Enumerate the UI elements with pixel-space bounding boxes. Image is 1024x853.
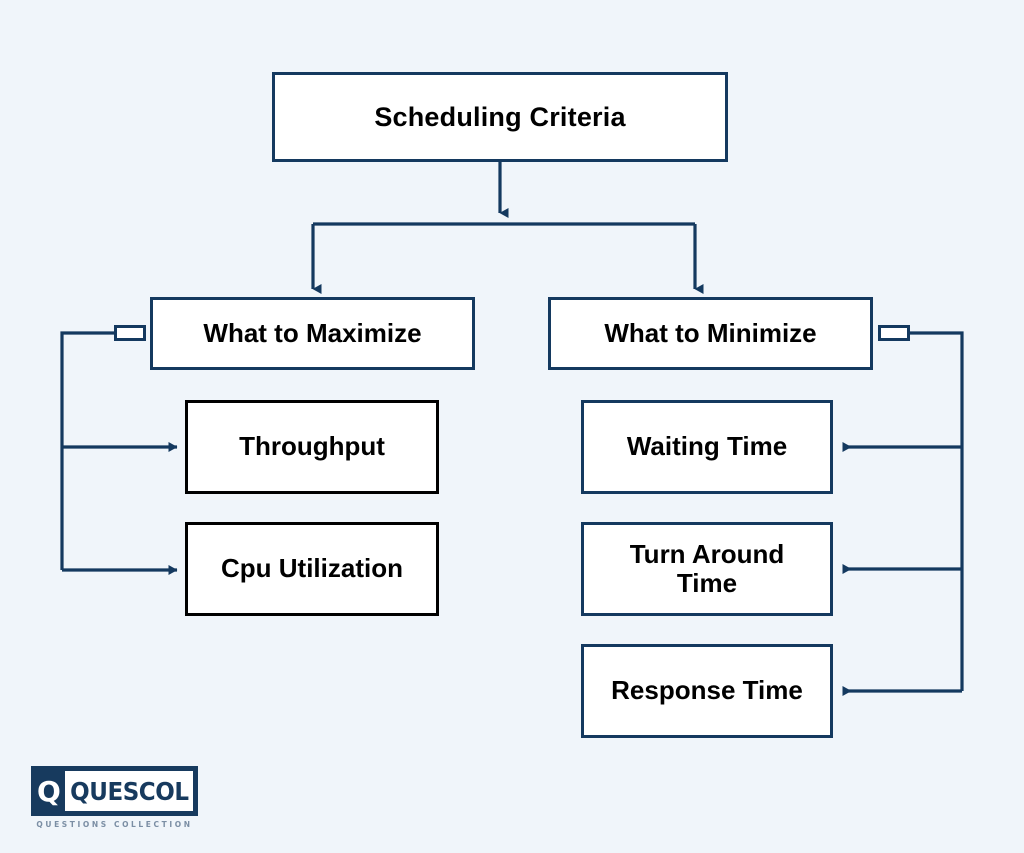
node-response-time[interactable]: Response Time bbox=[581, 644, 833, 738]
node-label: Scheduling Criteria bbox=[374, 101, 626, 132]
node-scheduling-criteria[interactable]: Scheduling Criteria bbox=[272, 72, 728, 162]
logo-wordmark-box: QUESCOL bbox=[64, 771, 194, 811]
node-what-to-maximize[interactable]: What to Maximize bbox=[150, 297, 475, 370]
node-label: Throughput bbox=[239, 431, 385, 462]
node-label: Turn Around Time bbox=[629, 538, 785, 598]
node-label: What to Maximize bbox=[203, 317, 422, 348]
node-label: Cpu Utilization bbox=[221, 553, 403, 584]
node-waiting-time[interactable]: Waiting Time bbox=[581, 400, 833, 494]
logo-bar: Q QUESCOL bbox=[31, 766, 198, 816]
logo-tagline: QUESTIONS COLLECTION bbox=[36, 820, 193, 829]
node-throughput[interactable]: Throughput bbox=[185, 400, 439, 494]
node-label: Waiting Time bbox=[626, 431, 788, 462]
node-turn-around-time[interactable]: Turn Around Time bbox=[581, 522, 833, 616]
edge-maximize-spine bbox=[60, 331, 118, 570]
logo-wordmark: QUESCOL bbox=[69, 776, 189, 806]
edge-minimize-spine bbox=[908, 331, 964, 691]
node-cpu-utilization[interactable]: Cpu Utilization bbox=[185, 522, 439, 616]
node-label: What to Minimize bbox=[604, 317, 817, 348]
quescol-logo: Q QUESCOL QUESTIONS COLLECTION bbox=[31, 766, 198, 829]
connector-stub-minimize bbox=[878, 325, 910, 341]
logo-q-mark: Q bbox=[37, 774, 61, 808]
connector-stub-maximize bbox=[114, 325, 146, 341]
node-what-to-minimize[interactable]: What to Minimize bbox=[548, 297, 873, 370]
node-label: Response Time bbox=[611, 675, 803, 706]
